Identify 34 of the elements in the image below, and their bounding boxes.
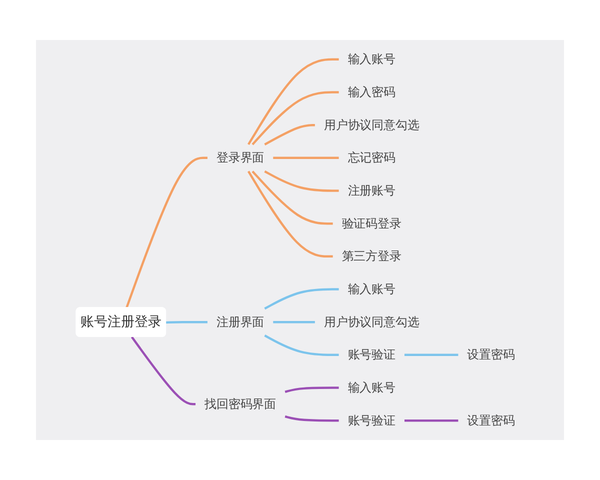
connector [252, 91, 339, 146]
connector [264, 124, 315, 146]
node-text: 设置密码 [467, 347, 515, 362]
connector [130, 336, 196, 406]
connector [166, 320, 208, 324]
node-text: 设置密码 [467, 413, 515, 428]
node-text: 账号验证 [348, 413, 396, 428]
connector [284, 386, 339, 393]
connector [404, 354, 458, 356]
node-text: 注册账号 [348, 183, 396, 198]
connector [264, 288, 339, 310]
connector [264, 334, 339, 356]
node-text: 用户协议同意勾选 [324, 314, 420, 329]
node-text: 忘记密码 [348, 150, 396, 165]
node-text: 找回密码界面 [204, 396, 276, 411]
connector [252, 170, 333, 225]
connector [264, 170, 339, 192]
node-text: 验证码登录 [342, 216, 402, 230]
node-text: 登录界面 [216, 150, 264, 165]
node-text: 第三方登录 [342, 248, 402, 264]
node-text: 账号验证 [348, 347, 396, 362]
connector [404, 419, 458, 422]
node-text: 输入账号 [348, 282, 396, 296]
node-text: 输入密码 [348, 84, 396, 99]
node-text: 用户协议同意勾选 [324, 118, 420, 132]
connector [247, 170, 333, 258]
connector [273, 156, 339, 160]
connector [273, 320, 315, 324]
connector [247, 58, 339, 146]
node-text: 输入账号 [348, 380, 396, 394]
node-text: 输入账号 [348, 52, 396, 66]
connector [284, 415, 339, 422]
node-text: 注册界面 [216, 314, 264, 329]
connector [126, 156, 208, 308]
